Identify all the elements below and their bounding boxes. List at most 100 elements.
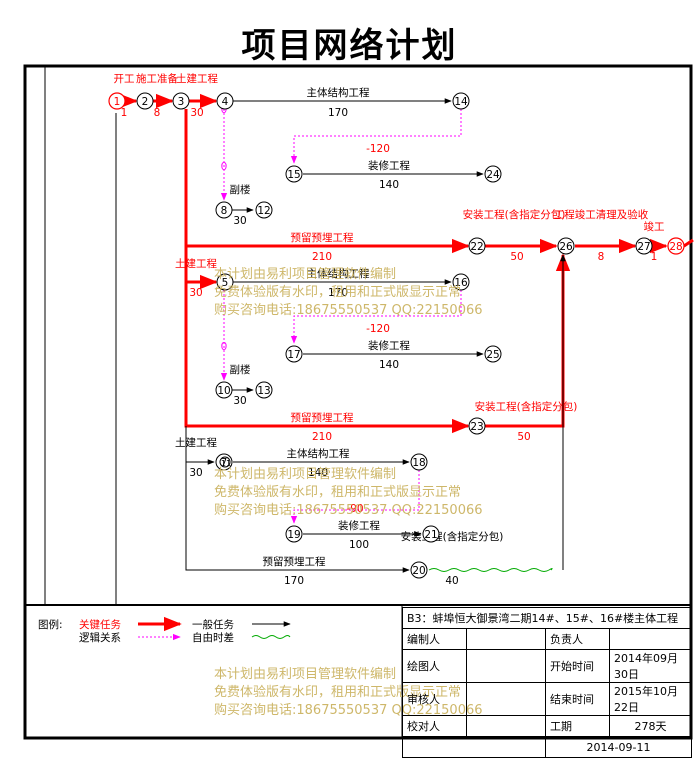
value [466, 715, 546, 737]
svg-text:15: 15 [287, 169, 300, 181]
task-label: 副楼 [230, 183, 251, 196]
node[interactable]: 14 [452, 92, 470, 110]
node[interactable]: 10 [215, 381, 233, 399]
node[interactable]: 20 [410, 561, 428, 579]
svg-text:23: 23 [470, 421, 483, 433]
task-duration: 170 [328, 107, 348, 119]
svg-text:16: 16 [454, 277, 468, 289]
free-float-wave [428, 568, 553, 572]
svg-text:2: 2 [142, 96, 149, 108]
task-duration: 1 [121, 107, 128, 119]
svg-text:11: 11 [221, 459, 231, 468]
task-duration: 50 [517, 431, 530, 443]
node[interactable]: 15 [285, 165, 303, 183]
node[interactable]: 8 [215, 201, 233, 219]
svg-text:13: 13 [257, 385, 270, 397]
svg-text:本计划由易利项目管理软件编制: 本计划由易利项目管理软件编制 [214, 467, 396, 482]
node[interactable]: 19 [285, 525, 303, 543]
float-value: -120 [366, 323, 390, 335]
task-duration: 140 [379, 179, 399, 191]
svg-text:8: 8 [221, 205, 228, 217]
svg-text:4: 4 [222, 96, 229, 108]
task-label: 安装工程(含指定分包) [463, 208, 566, 221]
task-duration: 40 [445, 575, 458, 587]
svg-text:本计划由易利项目管理软件编制: 本计划由易利项目管理软件编制 [214, 267, 396, 282]
node[interactable]: 2 [136, 92, 154, 110]
task-label: 副楼 [230, 363, 251, 376]
task-label: 预留预埋工程 [291, 411, 354, 424]
task-duration: 210 [312, 251, 332, 263]
task-label: 竣工 [644, 220, 665, 233]
node[interactable]: 23 [468, 417, 486, 435]
svg-text:28: 28 [669, 241, 682, 253]
task-label: 工程竣工清理及验收 [554, 208, 649, 221]
task-label: 主体结构工程 [287, 447, 350, 460]
task-label: 装修工程 [338, 519, 380, 532]
label: 绘图人 [402, 649, 467, 683]
svg-text:1: 1 [114, 96, 121, 108]
task-label: 安装工程(含指定分包) [475, 400, 578, 413]
node[interactable]: 21 [422, 525, 440, 543]
outer-frame [23, 64, 693, 740]
project-name: B3：蚌埠恒大御景湾二期14#、15#、16#楼主体工程 [402, 607, 692, 629]
svg-text:17: 17 [287, 349, 300, 361]
logic-14-15 [290, 109, 462, 164]
logic-value: 0 [221, 341, 228, 353]
task-label: 土建工程 [175, 257, 217, 270]
label: 负责人 [545, 628, 610, 650]
task-label: 预留预埋工程 [263, 555, 326, 568]
value [466, 682, 546, 716]
task-label: 预留预埋工程 [291, 231, 354, 244]
task-duration: 50 [510, 251, 523, 263]
node[interactable]: 11 [219, 456, 231, 468]
label: 工期 [545, 715, 610, 737]
label: 开始时间 [545, 649, 610, 683]
svg-text:25: 25 [486, 349, 499, 361]
node[interactable]: 26 [557, 237, 575, 255]
svg-text:免费体验版有水印，租用和正式版显示正常: 免费体验版有水印，租用和正式版显示正常 [214, 684, 461, 700]
logic-18-19 [290, 470, 420, 524]
svg-text:免费体验版有水印，租用和正式版显示正常: 免费体验版有水印，租用和正式版显示正常 [214, 484, 461, 500]
edge-tail [683, 238, 694, 248]
svg-text:20: 20 [412, 565, 425, 577]
edge-pre3 [185, 462, 410, 573]
node[interactable]: 27 [635, 237, 653, 255]
node[interactable]: 16 [452, 273, 470, 291]
node[interactable]: 18 [410, 453, 428, 471]
node[interactable]: 13 [255, 381, 273, 399]
task-duration: 210 [312, 431, 332, 443]
value [609, 628, 692, 650]
svg-text:26: 26 [559, 241, 573, 253]
task-label: 主体结构工程 [307, 267, 370, 280]
node[interactable]: 1 [108, 92, 126, 110]
legend-float: 自由时差 [192, 631, 234, 644]
svg-text:19: 19 [287, 529, 300, 541]
svg-text:21: 21 [424, 529, 437, 541]
task-label: 安装工程(含指定分包) [401, 530, 504, 543]
node[interactable]: 25 [484, 345, 502, 363]
node[interactable]: 5 [216, 273, 234, 291]
value [466, 628, 546, 650]
project-info-table: B3：蚌埠恒大御景湾二期14#、15#、16#楼主体工程 编制人 负责人 绘图人… [402, 607, 692, 758]
node[interactable]: 22 [468, 237, 486, 255]
node[interactable]: 28 [667, 237, 685, 255]
value: 2014年09月30日 [609, 649, 692, 683]
node[interactable]: 12 [255, 201, 273, 219]
task-duration: 100 [349, 539, 369, 551]
value: 278天 [609, 715, 692, 737]
svg-text:3: 3 [178, 96, 185, 108]
watermark: 本计划由易利项目管理软件编制 免费体验版有水印，租用和正式版显示正常 购买咨询电… [214, 267, 483, 718]
task-duration: 30 [233, 215, 246, 227]
task-duration: 140 [308, 467, 328, 479]
float-value: -90 [346, 503, 363, 515]
page-title: 项目网络计划 [241, 26, 458, 66]
task-duration: 30 [233, 395, 246, 407]
network-diagram: 开工 1 施工准备 8 土建工程 30 预留预埋工程 210 安装工程(含指定分… [23, 64, 694, 740]
node[interactable]: 24 [484, 165, 502, 183]
node[interactable]: 17 [285, 345, 303, 363]
task-duration: 140 [379, 359, 399, 371]
node[interactable]: 3 [172, 92, 190, 110]
node[interactable]: 4 [216, 92, 234, 110]
task-duration: 170 [328, 287, 348, 299]
svg-text:购买咨询电话:18675550537 QQ:22150066: 购买咨询电话:18675550537 QQ:22150066 [214, 302, 483, 318]
